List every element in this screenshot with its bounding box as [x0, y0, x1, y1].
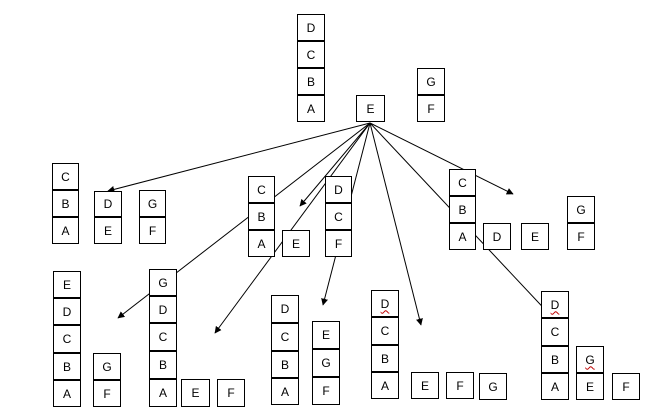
block-c: C [297, 41, 325, 68]
block-e: E [282, 230, 310, 257]
block-b: B [449, 196, 476, 223]
block-e: E [356, 95, 385, 122]
block-g: G [149, 269, 177, 296]
block-f: F [417, 95, 445, 122]
block-d: D [325, 176, 352, 203]
block-a: A [149, 379, 177, 407]
block-c: C [149, 323, 177, 351]
block-a: A [541, 373, 569, 400]
block-d: D [541, 291, 569, 318]
block-b: B [149, 351, 177, 379]
block-c: C [271, 323, 299, 351]
block-f: F [217, 379, 245, 407]
block-g: G [567, 196, 595, 223]
arrow-to-state-2 [299, 122, 371, 207]
block-f: F [93, 380, 121, 407]
block-g: G [576, 346, 604, 373]
block-d: D [53, 298, 81, 325]
block-f: F [325, 230, 352, 257]
block-c: C [248, 176, 275, 203]
block-b: B [541, 346, 569, 373]
block-b: B [53, 353, 81, 380]
block-c: C [371, 317, 399, 345]
block-b: B [52, 190, 79, 217]
block-d: D [297, 14, 325, 41]
block-e: E [94, 217, 122, 244]
block-a: A [371, 372, 399, 399]
block-d: D [371, 290, 399, 317]
block-g: G [93, 353, 121, 380]
block-c: C [325, 203, 352, 230]
block-g: G [312, 349, 340, 377]
block-g: G [139, 190, 166, 217]
block-b: B [371, 345, 399, 372]
arrow-to-state-7 [369, 122, 423, 326]
block-a: A [53, 380, 81, 407]
block-e: E [181, 379, 210, 407]
block-b: B [271, 351, 299, 378]
block-a: A [297, 95, 325, 122]
block-c: C [449, 169, 476, 196]
block-b: B [248, 203, 275, 230]
block-a: A [449, 223, 476, 250]
block-e: E [576, 373, 604, 400]
block-e: E [521, 223, 549, 250]
arrow-to-state-1 [107, 122, 371, 193]
block-c: C [53, 325, 81, 353]
block-c: C [541, 318, 569, 346]
block-e: E [53, 271, 81, 298]
block-e: E [411, 372, 439, 399]
block-d: D [483, 223, 511, 250]
block-e: E [312, 321, 340, 349]
block-a: A [248, 230, 275, 257]
arrow-to-state-5 [214, 122, 371, 334]
block-f: F [312, 377, 340, 405]
block-d: D [94, 191, 122, 217]
block-f: F [139, 217, 166, 244]
block-g: G [417, 68, 445, 95]
block-b: B [297, 68, 325, 95]
block-d: D [149, 296, 177, 323]
block-a: A [271, 378, 299, 405]
block-f: F [446, 372, 474, 399]
arrow-to-state-3 [369, 122, 514, 195]
block-d: D [271, 295, 299, 323]
block-a: A [52, 217, 79, 244]
block-f: F [612, 373, 640, 400]
block-g: G [479, 373, 507, 400]
block-c: C [52, 163, 79, 190]
block-f: F [567, 223, 595, 250]
